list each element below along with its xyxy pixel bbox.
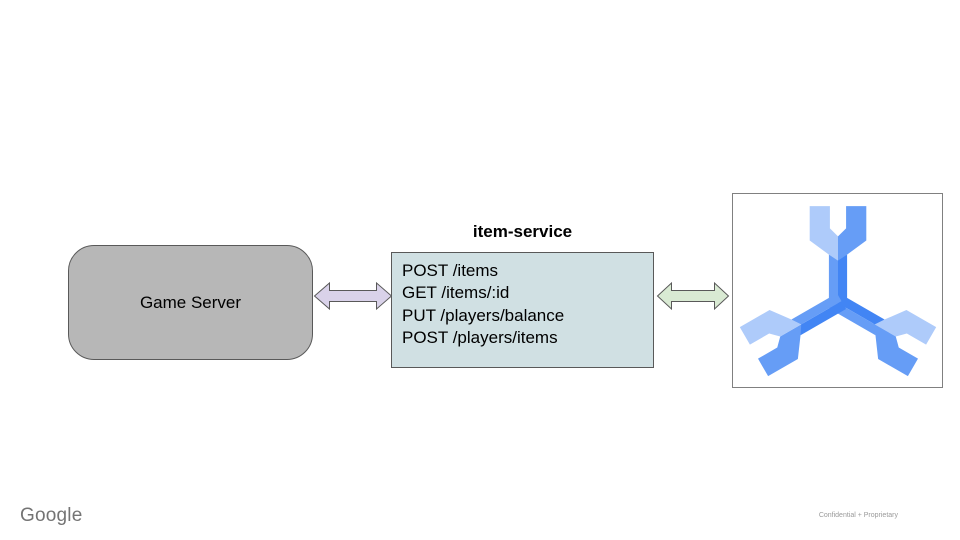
- spanner-wrench-up: [809, 205, 866, 307]
- item-service-node: POST /items GET /items/:id PUT /players/…: [391, 252, 654, 368]
- game-server-node: Game Server: [68, 245, 313, 360]
- cloud-spanner-icon: [739, 205, 936, 376]
- endpoint-line: PUT /players/balance: [402, 305, 565, 325]
- endpoint-line: POST /players/items: [402, 328, 558, 348]
- endpoint-line: GET /items/:id: [402, 283, 510, 303]
- spanner-wrench-lower-left: [739, 292, 846, 376]
- item-service-title: item-service: [472, 222, 573, 241]
- bidirectional-arrow-left: [313, 281, 393, 311]
- spanner-logo-frame: [732, 193, 943, 388]
- google-logo: Google: [20, 505, 83, 526]
- bidirectional-arrow-right: [656, 281, 730, 311]
- arrow-right-shape: [656, 281, 730, 311]
- confidential-note: Confidential + Proprietary: [818, 512, 898, 519]
- endpoint-line: POST /items: [402, 261, 499, 280]
- arrow-left-shape: [313, 281, 393, 311]
- game-server-label: Game Server: [139, 292, 242, 312]
